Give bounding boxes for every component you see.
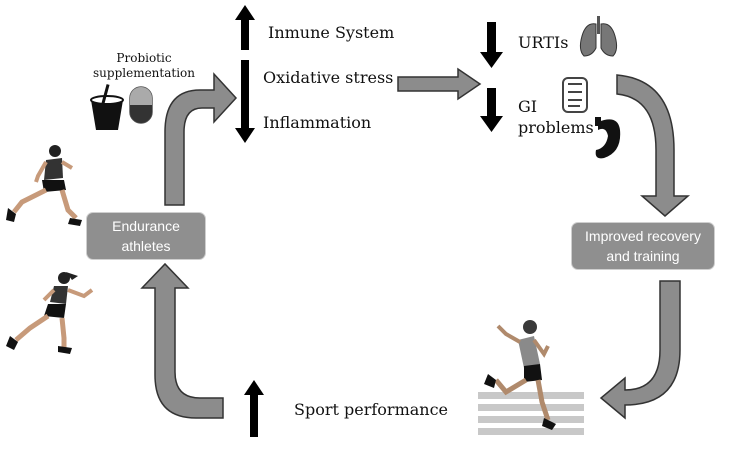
- runner-man-icon: [6, 145, 82, 226]
- box-endurance-athletes: Endurance athletes: [86, 212, 206, 260]
- intestine-icon: [562, 77, 588, 113]
- arrow-up-performance: [244, 380, 264, 437]
- box-recovery-line2: and training: [606, 248, 680, 264]
- capsule-icon: [129, 86, 153, 124]
- label-immune-system: Inmune System: [268, 23, 395, 42]
- loop-arrow-left-lower: [140, 262, 224, 419]
- label-inflammation: Inflammation: [263, 113, 372, 132]
- stomach-icon: [595, 117, 621, 159]
- arrow-down-stress: [235, 60, 255, 143]
- label-problems: problems: [518, 118, 594, 137]
- runner-woman-icon: [6, 272, 94, 354]
- loop-arrow-top-right: [397, 67, 482, 101]
- box-recovery-line1: Improved recovery: [585, 228, 701, 244]
- label-supplementation: supplementation: [93, 66, 195, 80]
- label-gi: GI: [518, 97, 538, 116]
- arrow-down-gi: [480, 88, 503, 132]
- loop-arrow-left-upper: [164, 72, 238, 206]
- lungs-icon: [579, 16, 618, 57]
- yogurt-icon: [90, 84, 124, 130]
- label-probiotic: Probiotic: [116, 51, 172, 65]
- box-improved-recovery: Improved recovery and training: [571, 222, 715, 270]
- box-endurance-line1: Endurance: [112, 218, 180, 234]
- sprinter-icon: [484, 320, 556, 430]
- arrow-down-urtis: [480, 22, 503, 68]
- loop-arrow-right-lower: [599, 280, 681, 420]
- label-sport-performance: Sport performance: [294, 400, 449, 419]
- loop-arrow-right-upper: [616, 74, 691, 217]
- arrow-up-immune: [235, 5, 255, 50]
- running-track-icon: [478, 392, 584, 435]
- label-urtis: URTIs: [518, 33, 569, 52]
- label-oxidative-stress: Oxidative stress: [263, 68, 394, 87]
- box-endurance-line2: athletes: [121, 238, 171, 254]
